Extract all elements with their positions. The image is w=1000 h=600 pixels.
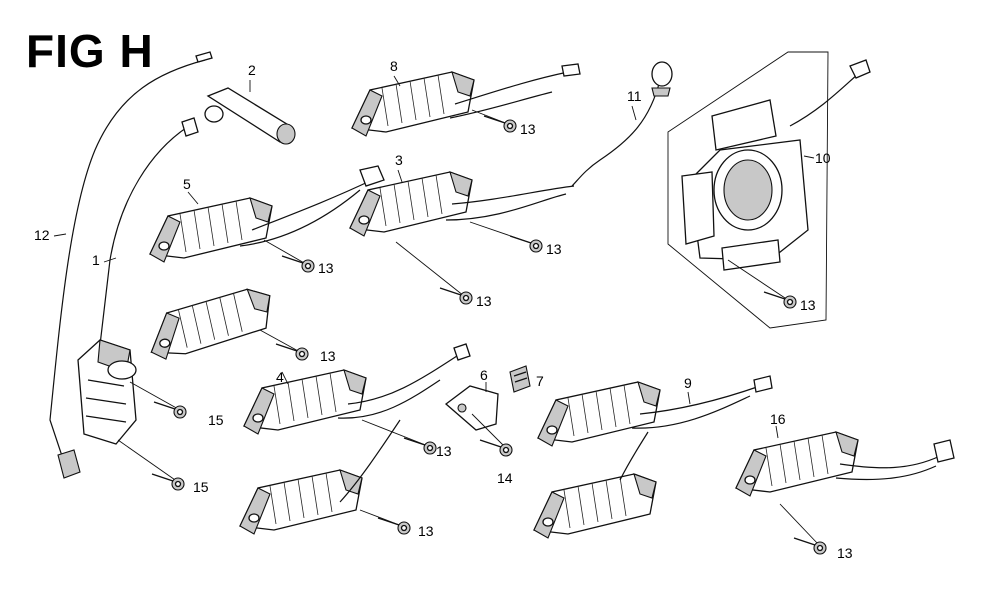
callout-13-i: 13 xyxy=(837,545,853,561)
callout-13-g: 13 xyxy=(436,443,452,459)
coil-module-5 xyxy=(149,165,385,265)
bracket-6 xyxy=(444,382,505,447)
figure-title: FIG H xyxy=(26,25,154,77)
bolt-13-e xyxy=(439,287,473,305)
callout-11: 11 xyxy=(627,88,642,104)
coil-module-4 xyxy=(243,343,471,447)
coil-module-9-lower xyxy=(533,431,657,539)
coil-module-3 xyxy=(349,169,575,297)
callout-3: 3 xyxy=(395,152,403,168)
bolt-13-h xyxy=(377,517,411,535)
bolt-13-g xyxy=(403,437,437,455)
high-tension-lead-12 xyxy=(49,51,213,479)
callout-13-c: 13 xyxy=(520,121,536,137)
callout-13-e: 13 xyxy=(476,293,492,309)
stator-assembly-10 xyxy=(667,51,871,329)
callout-13-a: 13 xyxy=(318,260,334,276)
callout-15-a: 15 xyxy=(208,412,224,428)
bolt-15-lower xyxy=(151,473,185,491)
bolt-13-b xyxy=(275,343,309,361)
clip-7 xyxy=(509,365,531,393)
callout-16: 16 xyxy=(770,411,786,427)
coil-module-8 xyxy=(351,63,581,137)
callout-7: 7 xyxy=(536,373,544,389)
coil-module-lower-center xyxy=(239,419,403,535)
bolt-13-a xyxy=(281,255,315,273)
ignition-lead-1 xyxy=(99,117,199,346)
callout-2: 2 xyxy=(248,62,256,78)
coil-module-lower-left xyxy=(146,287,301,361)
spark-plug-cap-2 xyxy=(204,80,296,145)
wire-harness-11 xyxy=(571,61,673,187)
bolt-13-c xyxy=(483,115,517,133)
callout-4: 4 xyxy=(276,369,284,385)
callout-9: 9 xyxy=(684,375,692,391)
callout-13-f: 13 xyxy=(800,297,816,313)
coil-module-9-upper xyxy=(537,375,773,447)
callout-15-b: 15 xyxy=(193,479,209,495)
callout-12: 12 xyxy=(34,227,50,243)
callout-6: 6 xyxy=(480,367,488,383)
ignition-coil-assembly xyxy=(77,339,181,483)
bolt-13-d xyxy=(509,235,543,253)
callout-8: 8 xyxy=(390,58,398,74)
callout-13-d: 13 xyxy=(546,241,562,257)
callout-14: 14 xyxy=(497,470,513,486)
callout-13-b: 13 xyxy=(320,348,336,364)
bolt-13-i xyxy=(793,537,827,555)
coil-module-16 xyxy=(735,425,955,545)
callout-1: 1 xyxy=(92,252,100,268)
callout-10: 10 xyxy=(815,150,831,166)
callout-5: 5 xyxy=(183,176,191,192)
callout-13-h: 13 xyxy=(418,523,434,539)
bolt-14 xyxy=(479,439,513,457)
